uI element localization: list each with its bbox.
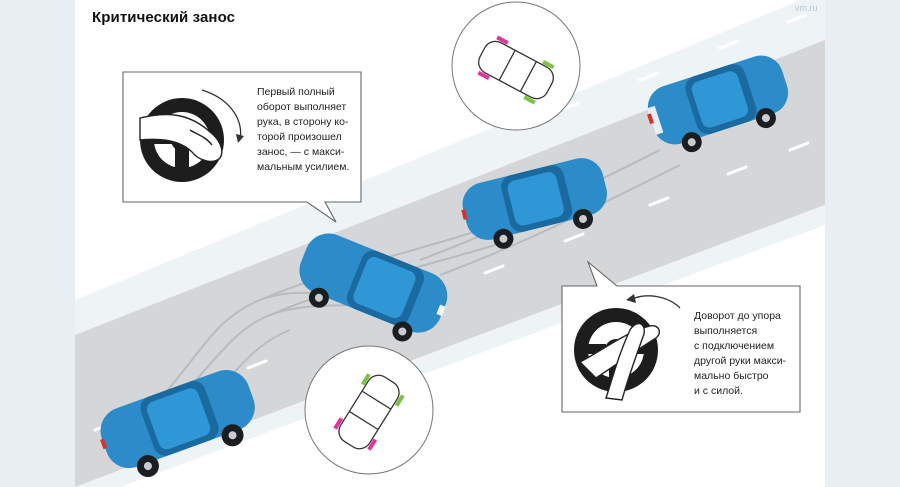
road	[75, 40, 825, 487]
car-3	[461, 158, 607, 249]
rotation-arrow-icon	[201, 89, 242, 141]
hand-icon	[139, 113, 223, 162]
car-1	[100, 370, 255, 478]
side-backdrop-right	[825, 0, 900, 487]
wheel-diagram-bottom	[304, 345, 434, 475]
page-title: Критический занос	[92, 9, 236, 26]
callout-second-turn-text: Доворот до упора выполняется с подключен…	[694, 310, 787, 397]
crossed-hands-icon	[578, 323, 660, 401]
wheel-diagram-top	[451, 1, 581, 131]
callout-first-turn	[122, 71, 362, 223]
car-4	[647, 55, 789, 153]
watermark: vm.ru	[795, 3, 818, 13]
car-2	[299, 233, 448, 342]
side-backdrop-left	[0, 0, 75, 487]
callout-second-turn	[561, 260, 801, 413]
road-shoulder	[75, 205, 825, 487]
callout-first-turn-text: Первый полный оборот выполняет рука, в с…	[257, 86, 350, 173]
